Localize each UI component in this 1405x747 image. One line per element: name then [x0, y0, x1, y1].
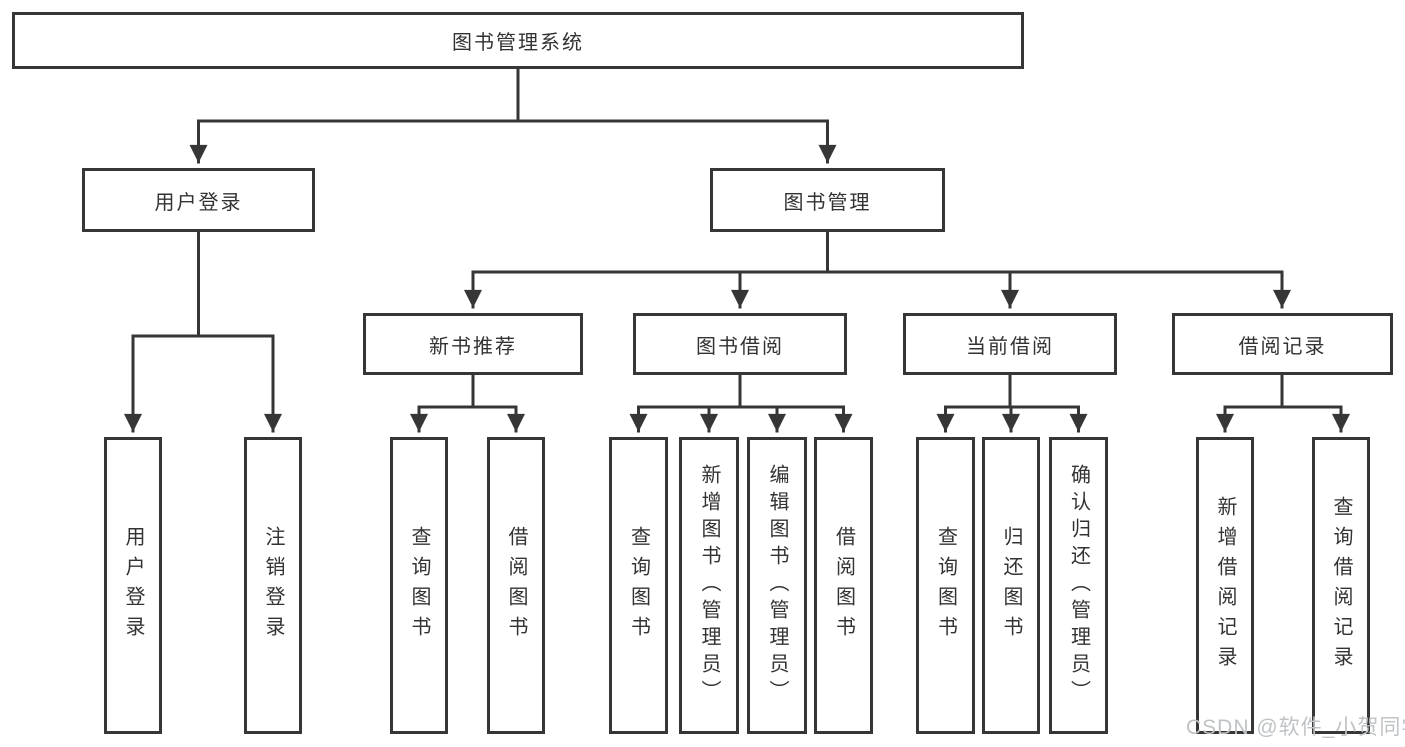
node-book-management: 图书管理: [710, 168, 945, 232]
node-label: 图书借阅: [696, 335, 784, 358]
node-label: 确认归还（管理员）: [1067, 464, 1090, 707]
leaf-borrow-books-recommend: 借阅图书: [487, 437, 545, 734]
leaf-add-borrow-record: 新增借阅记录: [1196, 437, 1254, 734]
leaf-query-books-current: 查询图书: [916, 437, 975, 734]
node-label: 新增借阅记录: [1214, 495, 1236, 676]
node-label: 编辑图书（管理员）: [766, 464, 788, 707]
leaf-logout: 注销登录: [244, 437, 302, 734]
node-label: 查询借阅记录: [1330, 495, 1352, 676]
leaf-borrow-books: 借阅图书: [814, 437, 873, 734]
node-label: 图书管理系统: [452, 32, 584, 54]
leaf-query-borrow-record: 查询借阅记录: [1312, 437, 1370, 734]
node-label: 当前借阅: [966, 335, 1054, 358]
leaf-query-books-borrow: 查询图书: [609, 437, 668, 734]
node-label: 查询图书: [408, 525, 430, 646]
leaf-confirm-return-admin: 确认归还（管理员）: [1049, 437, 1108, 734]
node-label: 用户登录: [122, 525, 144, 646]
node-label: 借阅记录: [1238, 335, 1327, 358]
node-label: 注销登录: [262, 525, 284, 646]
node-label: 新书推荐: [429, 335, 517, 358]
node-label: 用户登录: [154, 191, 243, 214]
node-current-borrowing: 当前借阅: [903, 313, 1117, 375]
node-label: 新增图书（管理员）: [698, 464, 720, 707]
leaf-query-books-recommend: 查询图书: [390, 437, 448, 734]
node-label: 归还图书: [1000, 525, 1022, 646]
node-label: 图书管理: [783, 191, 872, 214]
csdn-watermark: CSDN @软件_小贺同学: [1186, 716, 1405, 739]
node-label: 借阅图书: [832, 525, 855, 646]
node-library-management-system: 图书管理系统: [12, 12, 1024, 69]
leaf-user-login: 用户登录: [104, 437, 162, 734]
leaf-edit-book-admin: 编辑图书（管理员）: [747, 437, 807, 734]
node-user-login: 用户登录: [82, 168, 315, 232]
node-label: 借阅图书: [505, 525, 527, 646]
node-new-book-recommendation: 新书推荐: [363, 313, 583, 375]
leaf-return-books: 归还图书: [982, 437, 1040, 734]
node-label: 查询图书: [627, 525, 650, 646]
node-book-borrowing: 图书借阅: [633, 313, 847, 375]
leaf-add-book-admin: 新增图书（管理员）: [679, 437, 739, 734]
node-label: 查询图书: [934, 525, 957, 646]
node-borrowing-records: 借阅记录: [1172, 313, 1393, 375]
